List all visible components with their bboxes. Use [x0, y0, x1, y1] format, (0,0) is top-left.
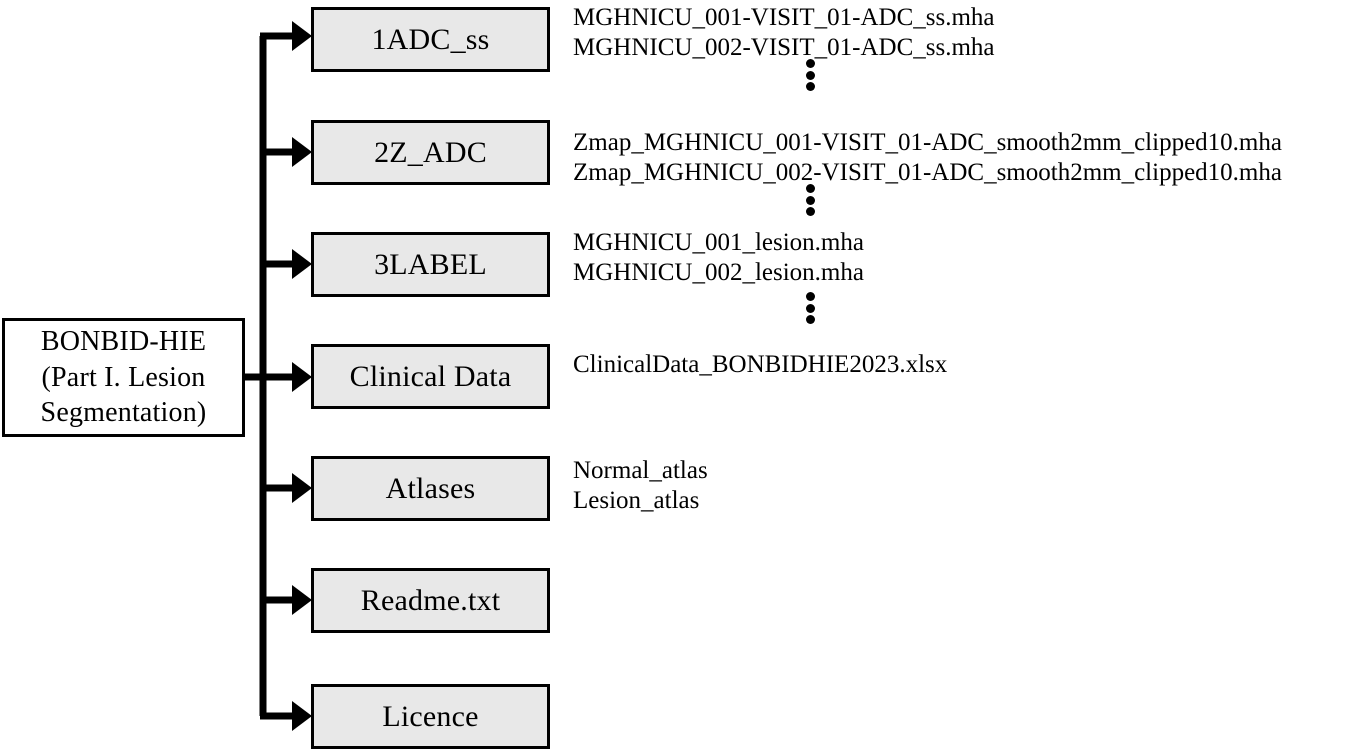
vertical-ellipsis-icon — [798, 292, 822, 324]
node-2z-adc[interactable]: 2Z_ADC — [311, 120, 550, 185]
arrowhead-7 — [292, 701, 312, 731]
node-1adc-ss[interactable]: 1ADC_ss — [311, 7, 550, 72]
file-item: Zmap_MGHNICU_001-VISIT_01-ADC_smooth2mm_… — [573, 129, 1282, 156]
file-item: Zmap_MGHNICU_002-VISIT_01-ADC_smooth2mm_… — [573, 159, 1282, 186]
node-atlases[interactable]: Atlases — [311, 456, 550, 521]
arrowhead-6 — [292, 585, 312, 615]
file-item: MGHNICU_002_lesion.mha — [573, 259, 864, 286]
root-node-line-2: (Part I. Lesion — [41, 361, 206, 393]
root-node-line-1: BONBID-HIE — [40, 325, 207, 357]
root-node-line-3: Segmentation) — [40, 397, 207, 429]
node-3label[interactable]: 3LABEL — [311, 232, 550, 297]
file-list-3label: MGHNICU_001_lesion.mha MGHNICU_002_lesio… — [573, 228, 864, 288]
file-list-atlases: Normal_atlas Lesion_atlas — [573, 456, 708, 516]
node-readme-txt[interactable]: Readme.txt — [311, 568, 550, 633]
file-item: ClinicalData_BONBIDHIE2023.xlsx — [573, 351, 948, 378]
arrowhead-1 — [292, 21, 312, 51]
file-item: Lesion_atlas — [573, 487, 700, 514]
file-item: MGHNICU_002-VISIT_01-ADC_ss.mha — [573, 34, 995, 61]
root-node-bonbid-hie[interactable]: BONBID-HIE (Part I. Lesion Segmentation) — [2, 318, 245, 437]
file-item: MGHNICU_001-VISIT_01-ADC_ss.mha — [573, 4, 995, 31]
node-clinical-data[interactable]: Clinical Data — [311, 344, 550, 409]
file-list-1adc-ss: MGHNICU_001-VISIT_01-ADC_ss.mha MGHNICU_… — [573, 3, 995, 63]
arrowhead-5 — [292, 473, 312, 503]
arrowhead-4 — [292, 362, 312, 392]
file-list-2z-adc: Zmap_MGHNICU_001-VISIT_01-ADC_smooth2mm_… — [573, 128, 1282, 188]
vertical-ellipsis-icon — [798, 59, 822, 91]
file-list-clinical-data: ClinicalData_BONBIDHIE2023.xlsx — [573, 350, 947, 380]
arrowhead-3 — [292, 249, 312, 279]
arrowhead-2 — [292, 137, 312, 167]
file-item: Normal_atlas — [573, 457, 708, 484]
node-licence[interactable]: Licence — [311, 684, 550, 749]
file-item: MGHNICU_001_lesion.mha — [573, 229, 864, 256]
vertical-ellipsis-icon — [798, 184, 822, 216]
